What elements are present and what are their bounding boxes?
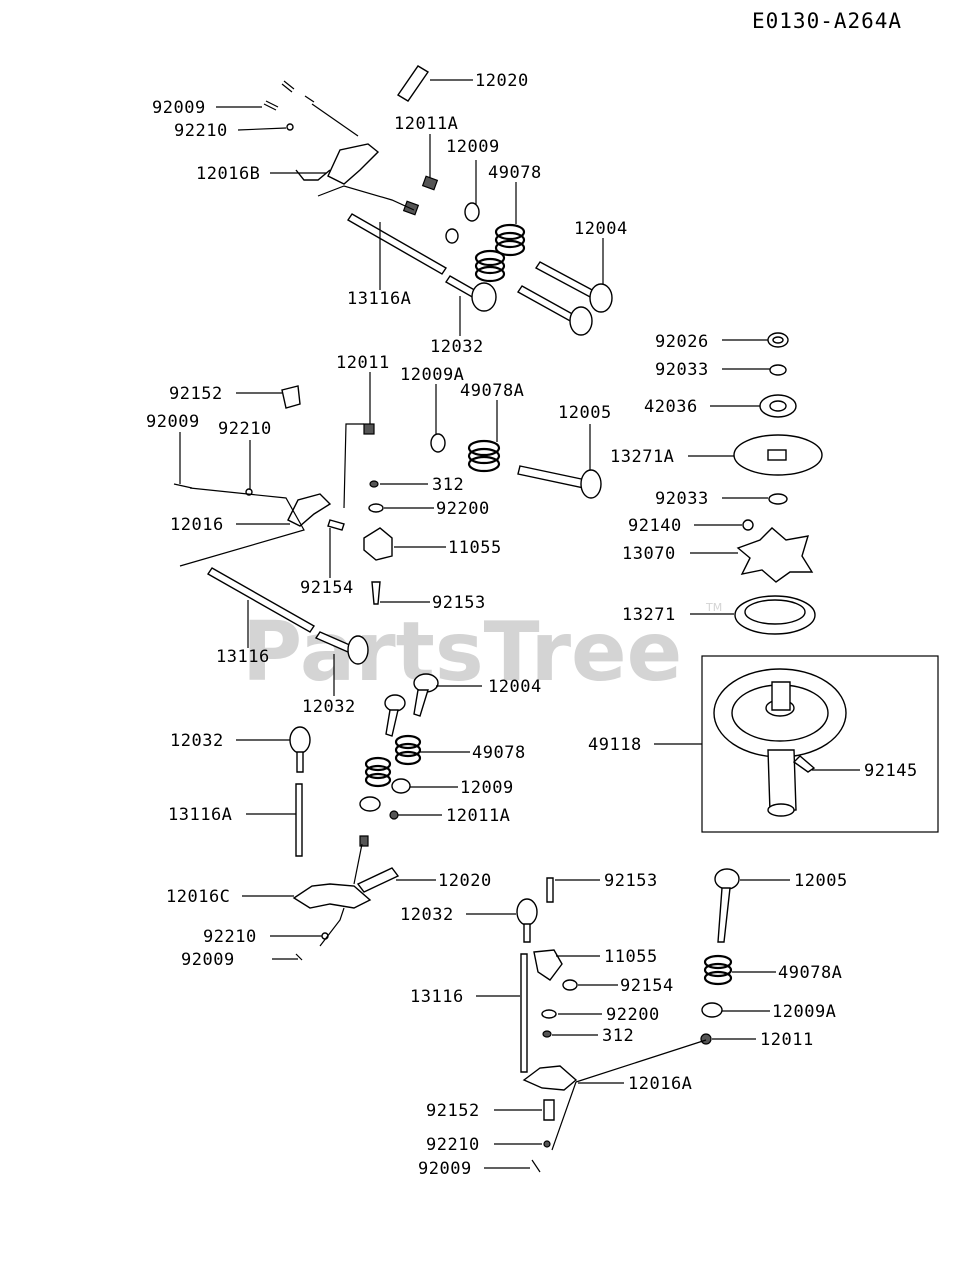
- rocker-group-lower-right: [516, 868, 740, 1173]
- part-label: 92210: [218, 419, 272, 439]
- part-label: 13116: [410, 987, 464, 1007]
- part-label: 12009A: [772, 1002, 836, 1022]
- part-label: 13116: [216, 647, 270, 667]
- part-label: 92152: [169, 384, 223, 404]
- part-label: 12004: [574, 219, 628, 239]
- part-label: 92033: [655, 360, 709, 380]
- part-label: 92152: [426, 1101, 480, 1121]
- part-label: 12009A: [400, 365, 464, 385]
- part-label: 12009: [446, 137, 500, 157]
- camshaft-box: [701, 655, 939, 833]
- part-label: 92145: [864, 761, 918, 781]
- part-label: 13116A: [347, 289, 411, 309]
- leader-lines: [179, 79, 860, 1169]
- governor-stack: [733, 332, 823, 635]
- part-label: 12016: [170, 515, 224, 535]
- part-label: 92210: [426, 1135, 480, 1155]
- part-label: 42036: [644, 397, 698, 417]
- part-label: 11055: [448, 538, 502, 558]
- part-label: 12011: [760, 1030, 814, 1050]
- rocker-group-lower-left: [289, 673, 439, 961]
- part-label: 92140: [628, 516, 682, 536]
- part-label: 49118: [588, 735, 642, 755]
- part-label: 12032: [170, 731, 224, 751]
- part-label: 12005: [794, 871, 848, 891]
- part-label: 12011A: [446, 806, 510, 826]
- part-label: 49078: [488, 163, 542, 183]
- part-label: 12032: [400, 905, 454, 925]
- part-label: 312: [432, 475, 464, 495]
- part-label: 13271: [622, 605, 676, 625]
- part-label: 49078A: [778, 963, 842, 983]
- part-label: 12032: [302, 697, 356, 717]
- part-label: 13116A: [168, 805, 232, 825]
- part-label: 12032: [430, 337, 484, 357]
- part-label: 13070: [622, 544, 676, 564]
- part-label: 12020: [475, 71, 529, 91]
- part-label: 312: [602, 1026, 634, 1046]
- rocker-group-top: [263, 65, 613, 336]
- part-label: 92009: [146, 412, 200, 432]
- part-label: 92154: [300, 578, 354, 598]
- part-label: 92210: [203, 927, 257, 947]
- part-label: 92009: [181, 950, 235, 970]
- part-label: 13271A: [610, 447, 674, 467]
- part-label: 12005: [558, 403, 612, 423]
- part-label: 92033: [655, 489, 709, 509]
- part-label: 92153: [604, 871, 658, 891]
- part-label: 49078A: [460, 381, 524, 401]
- rocker-group-middle: [173, 385, 602, 665]
- part-labels: 12020 92009 92210 12011A 12009 12016B 49…: [146, 71, 918, 1179]
- part-label: 92210: [174, 121, 228, 141]
- part-label: 12016B: [196, 164, 260, 184]
- part-label: 49078: [472, 743, 526, 763]
- part-label: 92200: [436, 499, 490, 519]
- part-label: 92153: [432, 593, 486, 613]
- part-label: 92154: [620, 976, 674, 996]
- diagram-code: E0130-A264A: [752, 9, 902, 33]
- part-label: 92200: [606, 1005, 660, 1025]
- part-label: 12020: [438, 871, 492, 891]
- part-label: 11055: [604, 947, 658, 967]
- part-label: 12004: [488, 677, 542, 697]
- part-label: 92009: [152, 98, 206, 118]
- part-label: 12016A: [628, 1074, 692, 1094]
- trademark: TM: [705, 601, 722, 614]
- watermark: PartsTree: [242, 605, 682, 700]
- part-label: 12011A: [394, 114, 458, 134]
- part-label: 92009: [418, 1159, 472, 1179]
- part-label: 12009: [460, 778, 514, 798]
- part-label: 92026: [655, 332, 709, 352]
- part-label: 12011: [336, 353, 390, 373]
- part-label: 12016C: [166, 887, 230, 907]
